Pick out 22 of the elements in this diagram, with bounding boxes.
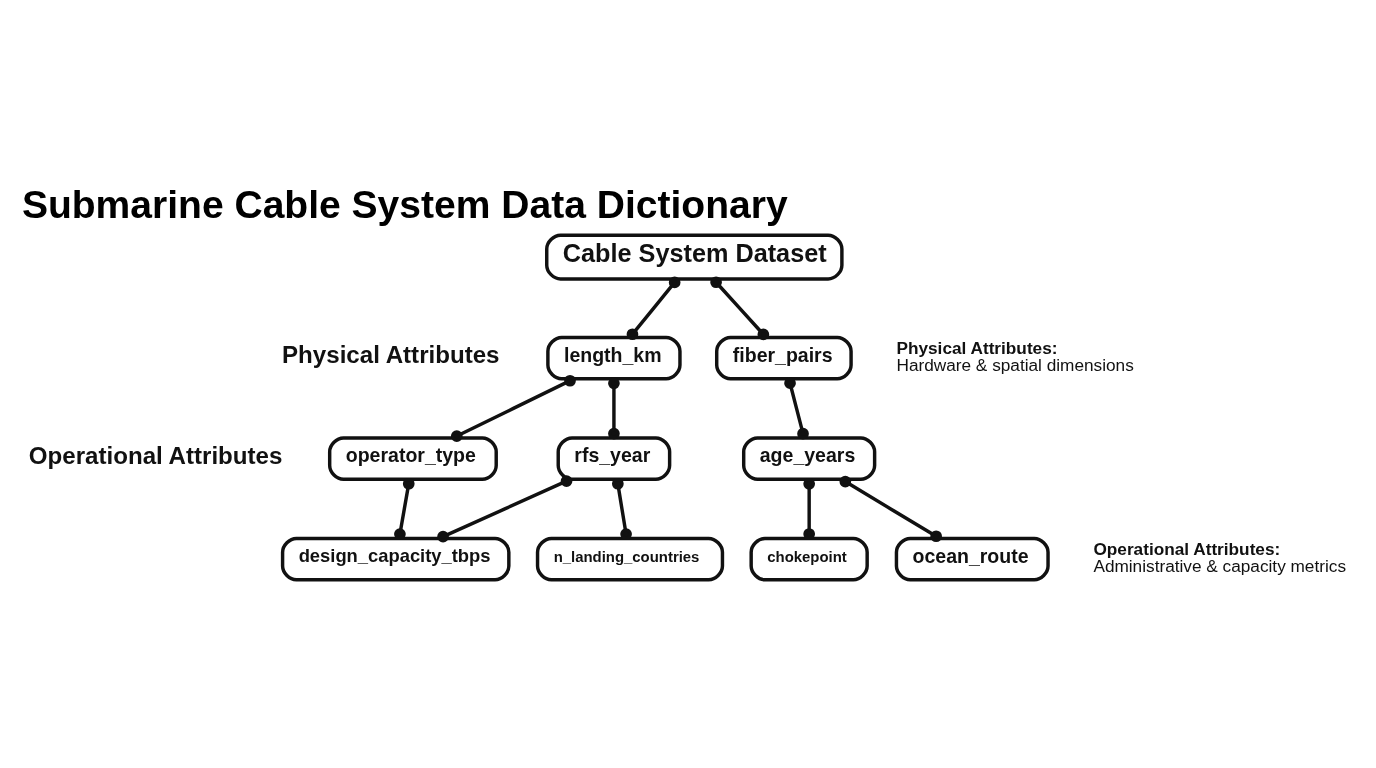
node-box: rfs_year (556, 436, 672, 482)
diagram-title: Submarine Cable System Data Dictionary (21, 183, 788, 227)
node-box: fiber_pairs (715, 335, 853, 381)
connector (437, 475, 573, 543)
node-box: Cable System Dataset (545, 233, 844, 281)
node-box: ocean_route (894, 536, 1050, 582)
node-box: age_years (741, 436, 877, 482)
node-box: n_landing_countries (535, 536, 725, 582)
connector (626, 276, 681, 341)
connector (608, 377, 620, 440)
label: Physical Attributes (282, 341, 500, 369)
node-box: design_capacity_tbps (280, 536, 511, 582)
connector (450, 374, 576, 442)
node-box: operator_type (327, 436, 498, 482)
node-box: chokepoint (749, 536, 869, 582)
connector (784, 377, 809, 440)
label: Physical Attributes: Hardware & spatial dimensions (896, 337, 1134, 375)
node-box: length_km (546, 335, 682, 381)
label: Operational Attributes: Administrative & capacity metrics (1093, 538, 1347, 576)
connector (839, 475, 942, 543)
connector (710, 276, 770, 341)
label: Operational Attributes (28, 441, 283, 469)
